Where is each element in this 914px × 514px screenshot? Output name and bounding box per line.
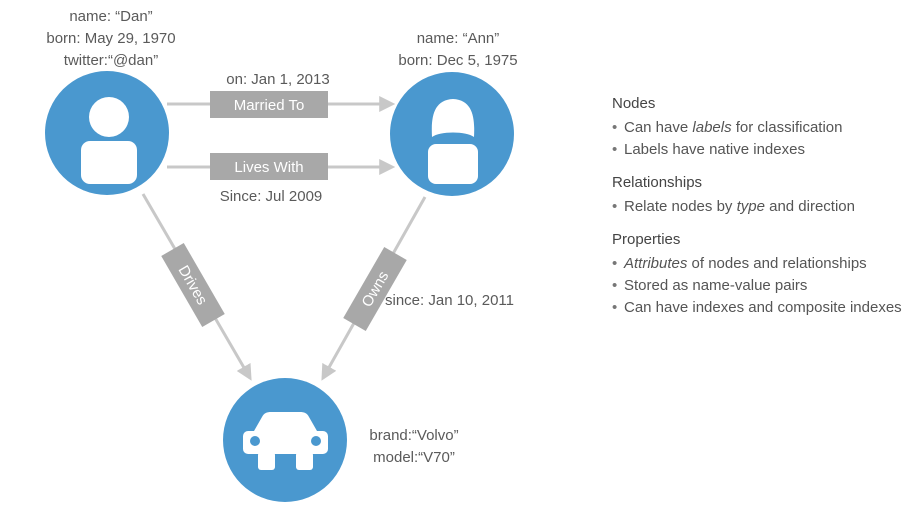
married-to-property: on: Jan 1, 2013 (226, 71, 329, 88)
ann-prop-name: name: “Ann” (417, 30, 500, 47)
female-person-icon (428, 99, 478, 184)
legend-relationships-title: Relationships (612, 174, 703, 191)
legend-properties-item-attributes: Attributes of nodes and relationships (612, 253, 910, 275)
legend-properties-item-pairs: Stored as name-value pairs (612, 275, 910, 297)
legend-nodes-title: Nodes (612, 95, 656, 112)
person-icon (81, 97, 137, 184)
rel-lives-with-label: Lives With (234, 159, 303, 176)
dan-prop-born: born: May 29, 1970 (46, 30, 175, 47)
legend-nodes-item-labels: Can have labels for classification (612, 117, 910, 139)
graph-diagram: Married To Lives With Drives Owns on: Ja… (45, 8, 518, 502)
car-prop-model: model:“V70” (373, 449, 455, 466)
rel-married-to-label: Married To (234, 97, 305, 114)
legend-emphasis: labels (692, 119, 732, 136)
ann-prop-born: born: Dec 5, 1975 (398, 52, 517, 69)
legend-text: Relate nodes by (624, 198, 737, 215)
owns-property: since: Jan 10, 2011 (385, 292, 514, 309)
legend-properties: Properties Attributes of nodes and relat… (612, 229, 910, 319)
car-icon (243, 412, 328, 470)
legend-relationships: Relationships Relate nodes by type and d… (612, 172, 910, 218)
lives-with-property: Since: Jul 2009 (220, 188, 323, 205)
legend-text: for classification (731, 119, 843, 136)
dan-prop-twitter: twitter:“@dan” (64, 52, 158, 69)
car-prop-brand: brand:“Volvo” (369, 427, 458, 444)
dan-prop-name: name: “Dan” (69, 8, 152, 25)
node-ann (390, 72, 514, 196)
legend-emphasis: type (736, 198, 765, 215)
node-dan (45, 71, 169, 195)
legend-panel: Nodes Can have labels for classification… (612, 93, 910, 330)
legend-properties-item-indexes: Can have indexes and composite indexes (612, 297, 910, 319)
rel-married-to: Married To (210, 91, 328, 118)
legend-nodes: Nodes Can have labels for classification… (612, 93, 910, 161)
legend-text: Can have (624, 119, 693, 136)
legend-text: and direction (764, 198, 855, 215)
rel-drives: Drives (161, 242, 225, 328)
legend-properties-title: Properties (612, 231, 681, 248)
legend-text: of nodes and relationships (687, 255, 867, 272)
node-car (223, 378, 347, 502)
legend-nodes-item-indexes: Labels have native indexes (612, 139, 910, 161)
legend-relationships-item-type: Relate nodes by type and direction (612, 196, 910, 218)
legend-emphasis: Attributes (624, 255, 688, 272)
rel-owns: Owns (343, 246, 407, 332)
rel-lives-with: Lives With (210, 153, 328, 180)
